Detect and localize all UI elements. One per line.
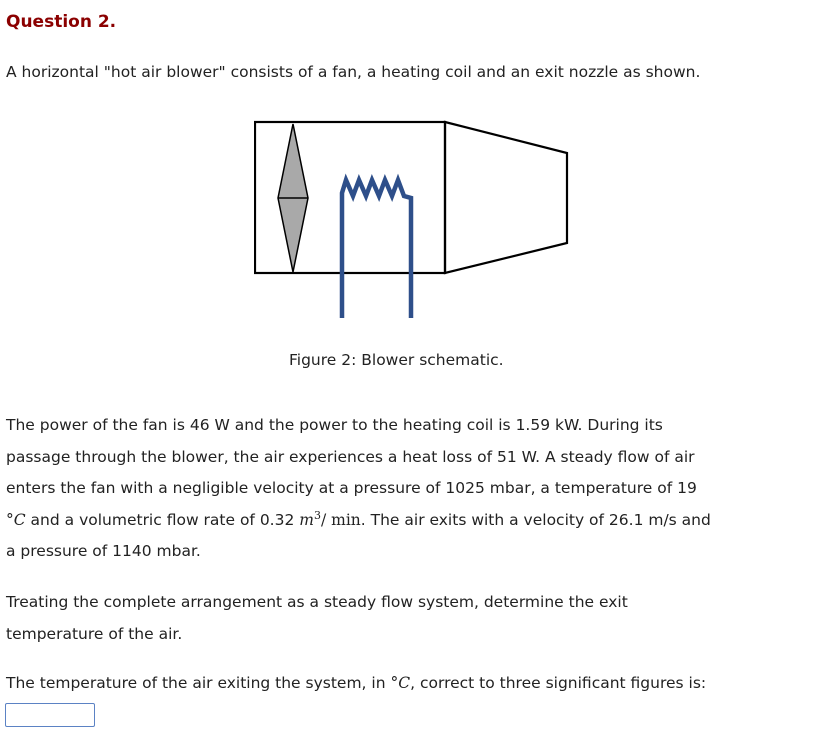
flow-unit-exp: 3	[313, 508, 321, 522]
problem-line-3: enters the fan with a negligible velocit…	[6, 479, 697, 497]
question-intro: A horizontal "hot air blower" consists o…	[6, 63, 701, 81]
answer-prompt-pre: The temperature of the air exiting the s…	[6, 674, 391, 692]
flow-unit-slash: /	[320, 510, 327, 529]
heating-coil	[339, 173, 414, 318]
answer-input[interactable]	[5, 703, 95, 727]
blower-schematic	[254, 118, 572, 323]
blower-schematic-svg	[254, 120, 569, 318]
task-statement: Treating the complete arrangement as a s…	[6, 587, 818, 650]
figure-caption: Figure 2: Blower schematic.	[289, 351, 504, 369]
problem-line-4: °C and a volumetric flow rate of 0.32 m3…	[6, 505, 818, 537]
answer-celsius-unit: °C	[390, 674, 411, 692]
answer-prompt-line: The temperature of the air exiting the s…	[6, 668, 818, 700]
problem-line-2: passage through the blower, the air expe…	[6, 447, 695, 466]
task-line-1: Treating the complete arrangement as a s…	[6, 593, 628, 611]
exit-nozzle	[443, 120, 569, 275]
answer-prompt-post: , correct to three significant figures i…	[410, 674, 707, 692]
task-line-2: temperature of the air.	[6, 624, 183, 643]
problem-line-4-post: . The air exits with a velocity of 26.1 …	[360, 510, 711, 529]
flow-unit-min: min	[331, 510, 361, 529]
problem-statement: The power of the fan is 46 W and the pow…	[6, 410, 818, 568]
celsius-unit: °C	[6, 510, 26, 529]
problem-line-4-pre: and a volumetric flow rate of 0.32	[25, 510, 300, 529]
question-title: Question 2.	[6, 12, 117, 32]
flow-unit-m: m	[299, 510, 314, 529]
answer-prompt: The temperature of the air exiting the s…	[6, 668, 818, 700]
problem-line-5: a pressure of 1140 mbar.	[6, 542, 201, 560]
problem-line-1: The power of the fan is 46 W and the pow…	[6, 416, 663, 434]
